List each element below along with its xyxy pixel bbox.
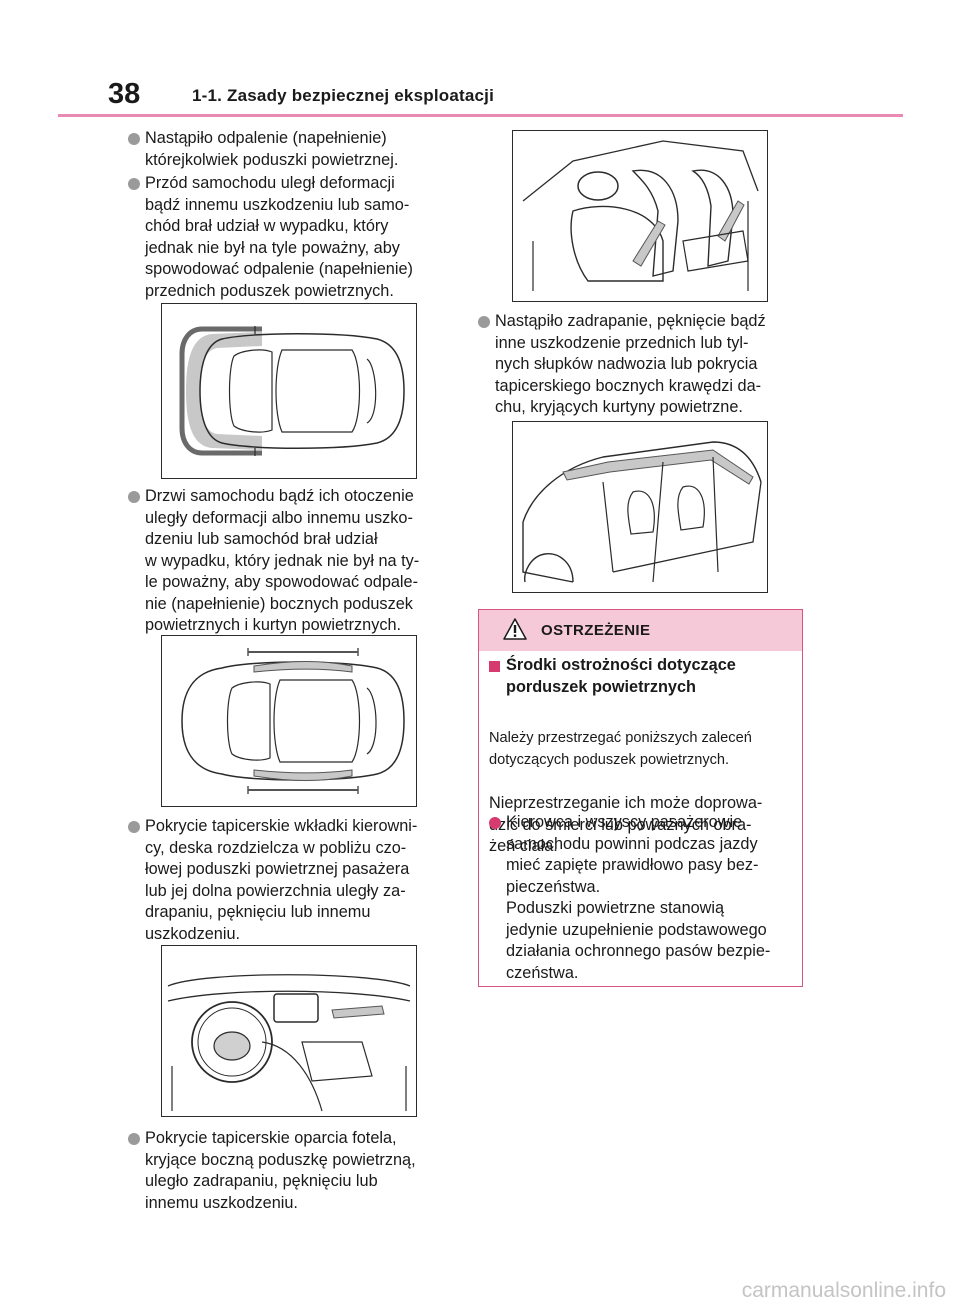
figure-seat-illustration <box>512 130 768 302</box>
bullet-dot-icon <box>128 1133 140 1145</box>
bullet-dot-icon <box>128 133 140 145</box>
car-seats-icon <box>522 140 759 291</box>
warning-paragraph-small: Należy przestrzegać poniższych zaleceń d… <box>489 729 752 769</box>
list-item-text: Nastąpiło zadrapanie, pęknięcie bądź inn… <box>495 312 766 416</box>
list-item-text: Pokrycie tapicerskie oparcia fotela, kry… <box>145 1129 416 1212</box>
warning-list-item-text: Kierowca i wszyscy pasażerowie samochodu… <box>506 813 771 982</box>
warning-subtitle: Środki ostrożności dotyczące porduszek p… <box>506 656 736 696</box>
curtain-airbag-pillars-icon <box>522 441 762 583</box>
car-top-view-front-icon <box>179 326 405 456</box>
warning-triangle-icon <box>503 618 527 640</box>
warning-box: OSTRZEŻENIE Środki ostrożności dotyczące… <box>478 609 803 987</box>
figure-side-damage-illustration <box>161 635 417 807</box>
list-item-text: Przód samochodu uległ deformacji bądź in… <box>145 174 413 300</box>
list-item-text: Nastąpiło odpalenie (napełnienie) której… <box>145 129 399 169</box>
figure-front-damage-illustration <box>161 303 417 479</box>
bullet-dot-icon <box>128 178 140 190</box>
bullet-dot-icon <box>489 817 501 829</box>
section-title: 1-1. Zasady bezpiecznej eksploatacji <box>192 86 494 105</box>
warning-header: OSTRZEŻENIE <box>479 610 802 651</box>
list-item-text: Pokrycie tapicerskie wkładki kierowni- c… <box>145 817 418 943</box>
bullet-dot-icon <box>128 821 140 833</box>
bullet-dot-icon <box>128 491 140 503</box>
watermark: carmanualsonline.info <box>741 1279 946 1302</box>
bullet-dot-icon <box>478 316 490 328</box>
square-bullet-icon <box>489 661 500 672</box>
page-number: 38 <box>108 78 141 110</box>
warning-paragraph-main: Nieprzestrzeganie ich może doprowa- dzić… <box>489 794 763 855</box>
header-divider <box>58 114 903 117</box>
dashboard-steering-wheel-icon <box>167 974 411 1112</box>
list-item-text: Drzwi samochodu bądź ich otoczenie uległ… <box>145 487 420 634</box>
page-header: 38 1-1. Zasady bezpiecznej eksploatacji <box>0 0 960 118</box>
figure-curtain-airbag-illustration <box>512 421 768 593</box>
warning-title: OSTRZEŻENIE <box>541 622 651 639</box>
figure-dashboard-illustration <box>161 945 417 1117</box>
car-top-view-sides-icon <box>181 648 405 794</box>
warning-paragraph: Należy przestrzegać poniższych zaleceń d… <box>489 705 794 858</box>
